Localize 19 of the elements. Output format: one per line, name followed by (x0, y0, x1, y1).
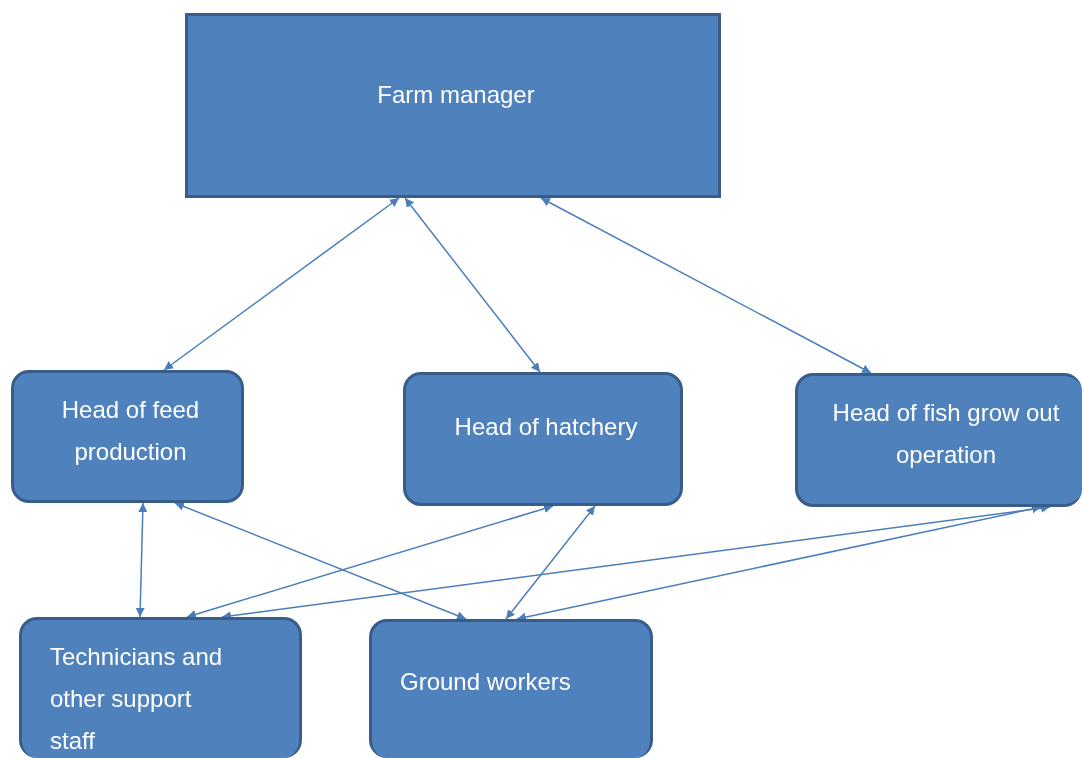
double-arrow (404, 197, 541, 373)
role-label: Ground workers (400, 667, 572, 697)
role-label: Farm manager (376, 80, 536, 110)
role-label: Head of hatchery (453, 412, 639, 442)
role-box (185, 13, 721, 198)
role-box (403, 372, 683, 506)
role-box (11, 370, 244, 503)
double-arrow (163, 197, 400, 371)
role-label: Technicians and other support staff (50, 642, 224, 756)
double-arrow (135, 502, 148, 618)
double-arrow (186, 504, 554, 619)
double-arrow (505, 505, 596, 620)
role-box (369, 619, 653, 758)
role-box (795, 373, 1082, 507)
double-arrow (174, 502, 467, 620)
role-box (19, 617, 302, 758)
double-arrow (540, 197, 872, 374)
role-label: Head of fish grow out operation (831, 398, 1061, 470)
role-label: Head of feed production (60, 395, 201, 467)
